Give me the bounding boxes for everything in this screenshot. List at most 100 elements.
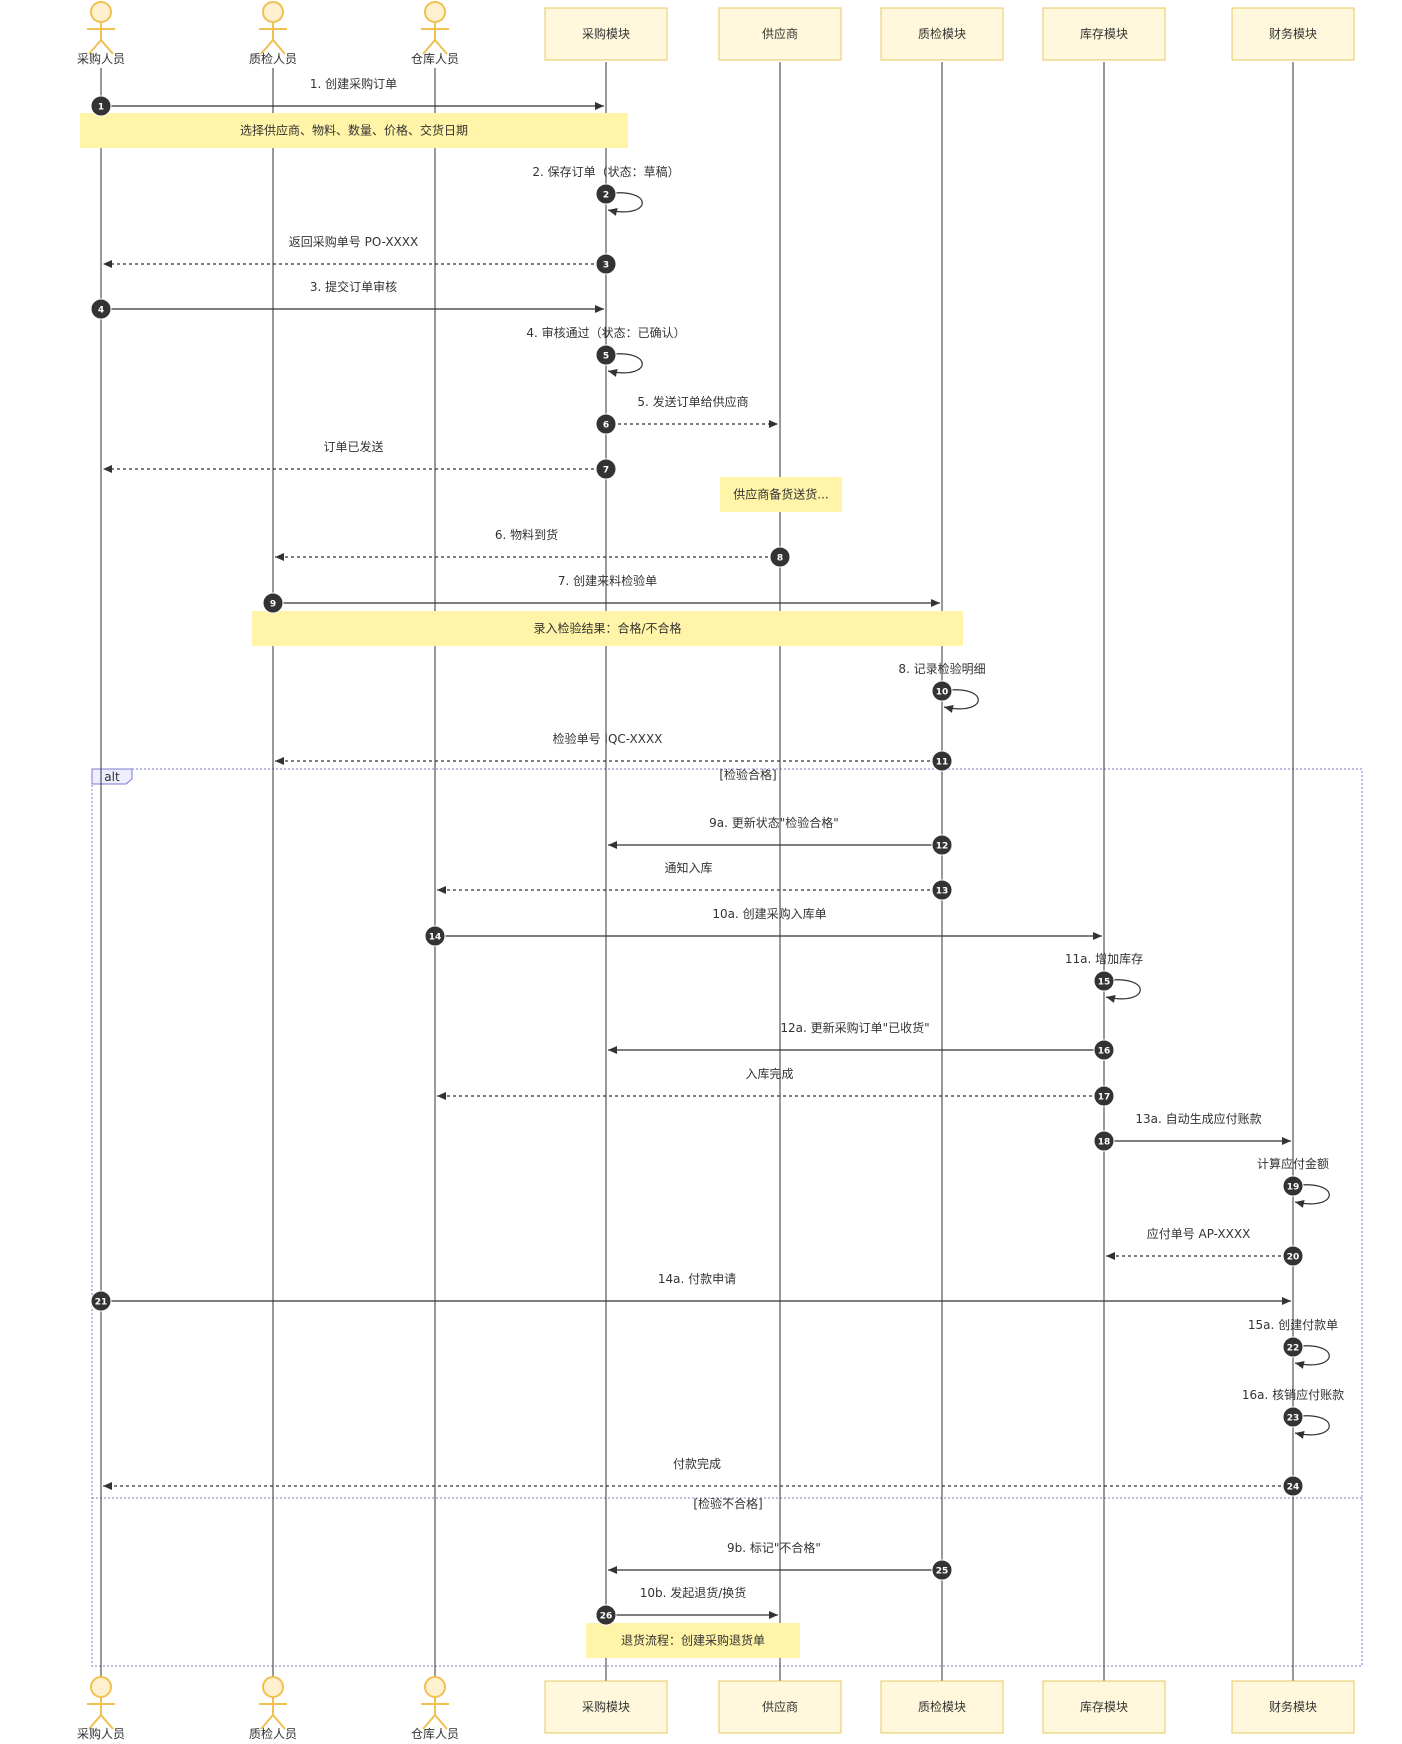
participant-box	[718, 7, 842, 61]
note-text: 供应商备货送货...	[733, 487, 828, 502]
sequence-number: 24	[1287, 1483, 1300, 1493]
participant-label: 采购人员	[77, 1726, 125, 1741]
message-25: 9b. 标记"不合格"25	[608, 1540, 953, 1581]
sequence-number: 4	[98, 306, 104, 316]
note-text: 退货流程：创建采购退货单	[621, 1633, 765, 1648]
sequence-number-badge	[90, 1290, 112, 1312]
sequence-number: 5	[603, 352, 609, 362]
sequence-number: 10	[936, 688, 949, 698]
participant-label: 采购模块	[582, 26, 630, 41]
participant-purchase-top: 采购模块	[544, 7, 668, 61]
message-label: 付款完成	[673, 1456, 721, 1471]
self-message-arrow	[941, 689, 979, 713]
sequence-number-badge	[262, 592, 284, 614]
alt-branch-2-label: [检验不合格]	[693, 1496, 762, 1511]
message-12: 9a. 更新状态"检验合格"12	[608, 815, 953, 856]
sequence-number: 17	[1098, 1093, 1111, 1103]
message-label: 7. 创建来料检验单	[558, 573, 657, 588]
message-label: 通知入库	[664, 860, 712, 875]
sequence-number-badge	[90, 298, 112, 320]
participant-stock-bottom: 库存模块	[1042, 1680, 1166, 1734]
participant-label: 质检模块	[918, 26, 966, 41]
sequence-number-badge	[1282, 1475, 1304, 1497]
sequence-number-badge	[1093, 1085, 1115, 1107]
self-message-arrow	[1292, 1415, 1330, 1439]
note-4: 退货流程：创建采购退货单	[586, 1623, 800, 1658]
participant-label: 仓库人员	[411, 51, 459, 66]
participant-label: 仓库人员	[411, 1726, 459, 1741]
message-label: 12a. 更新采购订单"已收货"	[780, 1020, 929, 1035]
actor-head-icon	[90, 1676, 112, 1698]
sequence-number: 1	[98, 103, 104, 113]
actor-whstaff-top: 仓库人员	[411, 1, 459, 66]
message-label: 订单已发送	[323, 439, 383, 454]
actor-leg-icon	[100, 39, 114, 55]
message-label: 6. 物料到货	[495, 527, 558, 542]
sequence-number: 21	[95, 1298, 108, 1308]
message-label: 3. 提交订单审核	[310, 279, 397, 294]
participant-label: 供应商	[762, 1699, 798, 1714]
sequence-number: 22	[1287, 1344, 1300, 1354]
sequence-number-badge	[931, 750, 953, 772]
sequence-number: 13	[936, 887, 949, 897]
participant-box	[1231, 1680, 1355, 1734]
actor-leg-icon	[272, 1714, 286, 1730]
sequence-number-badge	[931, 879, 953, 901]
participant-box	[1042, 1680, 1166, 1734]
actor-leg-icon	[100, 1714, 114, 1730]
participant-finance-top: 财务模块	[1231, 7, 1355, 61]
actor-head-icon	[424, 1, 446, 23]
sequence-number-badge	[1282, 1336, 1304, 1358]
sequence-number: 12	[936, 842, 949, 852]
actor-whstaff-bottom: 仓库人员	[411, 1676, 459, 1741]
sequence-number: 16	[1098, 1047, 1111, 1057]
participant-box	[880, 7, 1004, 61]
sequence-number-badge	[595, 1604, 617, 1626]
note-box	[586, 1623, 800, 1658]
self-message-arrow	[1103, 979, 1141, 1003]
actor-qcstaff-top: 质检人员	[249, 1, 297, 66]
participant-label: 供应商	[762, 26, 798, 41]
actor-leg-icon	[88, 1714, 102, 1730]
sequence-number-badge	[931, 834, 953, 856]
sequence-number: 18	[1098, 1138, 1111, 1148]
message-label: 1. 创建采购订单	[310, 76, 397, 91]
sequence-number: 15	[1098, 978, 1111, 988]
message-label: 返回采购单号 PO-XXXX	[289, 234, 418, 249]
message-label: 2. 保存订单（状态：草稿）	[532, 164, 679, 179]
sequence-number-badge	[931, 680, 953, 702]
message-label: 计算应付金额	[1257, 1156, 1329, 1171]
self-message-arrow	[1292, 1184, 1330, 1208]
sequence-number: 8	[777, 554, 783, 564]
sequence-number-badge	[1093, 1130, 1115, 1152]
participant-label: 库存模块	[1080, 1699, 1128, 1714]
message-24: 付款完成 24	[103, 1456, 1304, 1497]
self-message-arrow	[605, 353, 643, 377]
sequence-number: 2	[603, 191, 609, 201]
participant-label: 财务模块	[1269, 1699, 1317, 1714]
sequence-number-badge	[1282, 1175, 1304, 1197]
participant-label: 质检模块	[918, 1699, 966, 1714]
message-1: 1. 创建采购订单 1	[90, 76, 604, 117]
sequence-number: 26	[600, 1612, 613, 1622]
message-label: 4. 审核通过（状态：已确认）	[526, 325, 685, 340]
participant-label: 采购模块	[582, 1699, 630, 1714]
sequence-number-badge	[595, 344, 617, 366]
self-message-arrow	[1292, 1345, 1330, 1369]
message-2: 2. 保存订单（状态：草稿） 2	[532, 164, 680, 216]
sequence-number-badge	[595, 458, 617, 480]
sequence-number-badge	[1093, 970, 1115, 992]
sequence-number: 9	[270, 600, 276, 610]
note-text: 录入检验结果：合格/不合格	[533, 621, 681, 636]
alt-tag-box	[91, 768, 133, 785]
sequence-number-badge	[769, 546, 791, 568]
